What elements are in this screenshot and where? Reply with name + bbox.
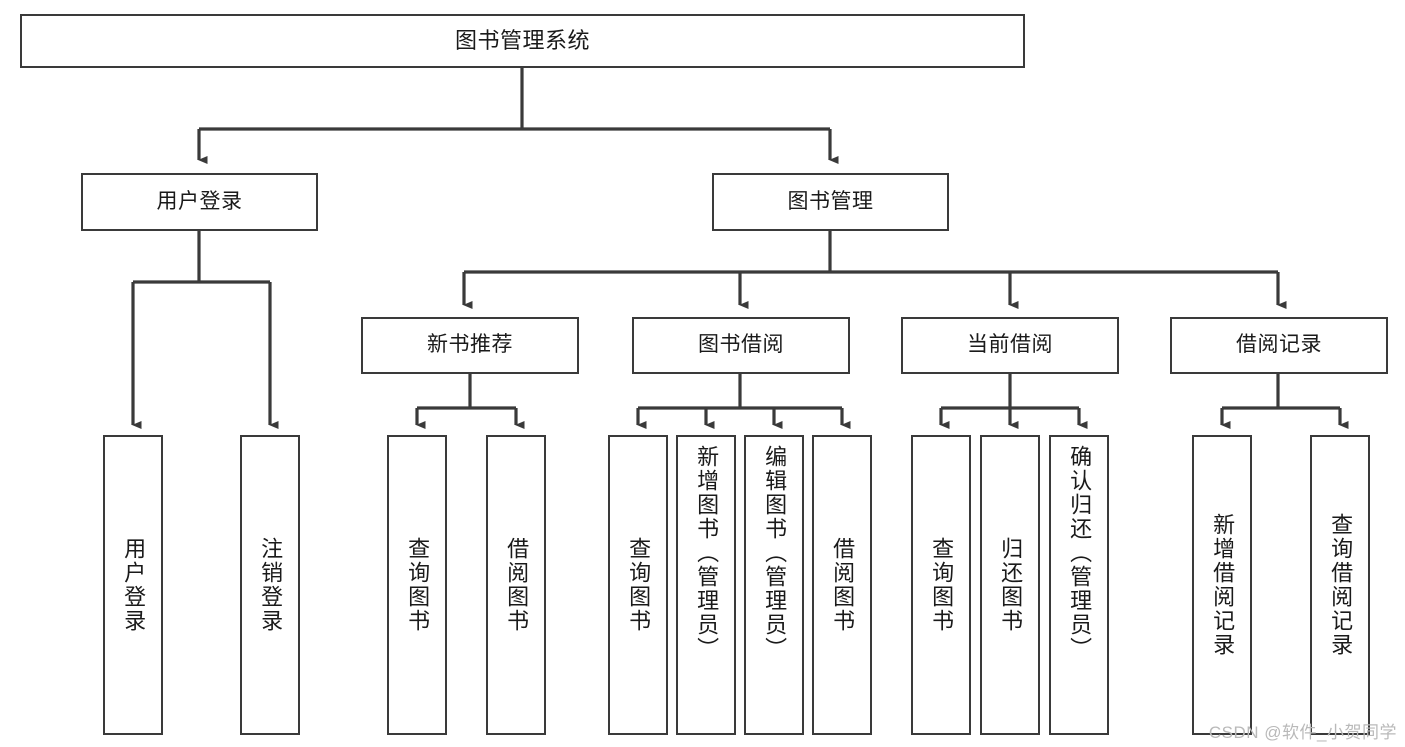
- node-leaf-borrow-book-1-label: 借阅图书: [504, 537, 530, 633]
- node-user-login[interactable]: 用户登录: [81, 173, 318, 231]
- node-leaf-user-login[interactable]: 用户登录: [103, 435, 163, 735]
- node-leaf-return-book-label: 归还图书: [998, 537, 1024, 633]
- node-leaf-borrow-book-1[interactable]: 借阅图书: [486, 435, 546, 735]
- node-leaf-confirm-return-label: 确认归还（管理员）: [1067, 445, 1093, 661]
- node-book-manage[interactable]: 图书管理: [712, 173, 949, 231]
- node-new-book-recommend-label: 新书推荐: [427, 333, 513, 357]
- node-borrow-record[interactable]: 借阅记录: [1170, 317, 1388, 374]
- node-user-login-label: 用户登录: [156, 189, 243, 213]
- node-current-borrow[interactable]: 当前借阅: [901, 317, 1119, 374]
- node-leaf-borrow-book-2[interactable]: 借阅图书: [812, 435, 872, 735]
- node-current-borrow-label: 当前借阅: [967, 333, 1053, 357]
- watermark-text: CSDN @软件_小贺同学: [1208, 723, 1397, 742]
- node-root-system-label: 图书管理系统: [454, 28, 590, 54]
- node-book-borrow-label: 图书借阅: [698, 333, 784, 357]
- node-leaf-logout-login[interactable]: 注销登录: [240, 435, 300, 735]
- node-leaf-return-book[interactable]: 归还图书: [980, 435, 1040, 735]
- node-leaf-add-book-label: 新增图书（管理员）: [694, 445, 720, 661]
- node-leaf-query-book-1[interactable]: 查询图书: [387, 435, 447, 735]
- node-leaf-edit-book-label: 编辑图书（管理员）: [762, 445, 788, 661]
- node-leaf-borrow-book-2-label: 借阅图书: [830, 537, 856, 633]
- node-leaf-add-book[interactable]: 新增图书（管理员）: [676, 435, 736, 735]
- node-leaf-query-book-2-label: 查询图书: [626, 537, 652, 633]
- node-leaf-query-book-2[interactable]: 查询图书: [608, 435, 668, 735]
- node-new-book-recommend[interactable]: 新书推荐: [361, 317, 579, 374]
- node-borrow-record-label: 借阅记录: [1236, 333, 1322, 357]
- node-leaf-query-book-3[interactable]: 查询图书: [911, 435, 971, 735]
- node-leaf-query-record-label: 查询借阅记录: [1328, 513, 1354, 657]
- node-leaf-query-book-3-label: 查询图书: [929, 537, 955, 633]
- node-leaf-add-record[interactable]: 新增借阅记录: [1192, 435, 1252, 735]
- node-leaf-logout-login-label: 注销登录: [258, 537, 284, 633]
- node-leaf-edit-book[interactable]: 编辑图书（管理员）: [744, 435, 804, 735]
- node-book-borrow[interactable]: 图书借阅: [632, 317, 850, 374]
- node-leaf-query-book-1-label: 查询图书: [405, 537, 431, 633]
- node-leaf-query-record[interactable]: 查询借阅记录: [1310, 435, 1370, 735]
- node-root-system[interactable]: 图书管理系统: [20, 14, 1025, 68]
- node-leaf-confirm-return[interactable]: 确认归还（管理员）: [1049, 435, 1109, 735]
- node-leaf-user-login-label: 用户登录: [121, 537, 147, 633]
- node-leaf-add-record-label: 新增借阅记录: [1210, 513, 1236, 657]
- node-book-manage-label: 图书管理: [787, 189, 874, 213]
